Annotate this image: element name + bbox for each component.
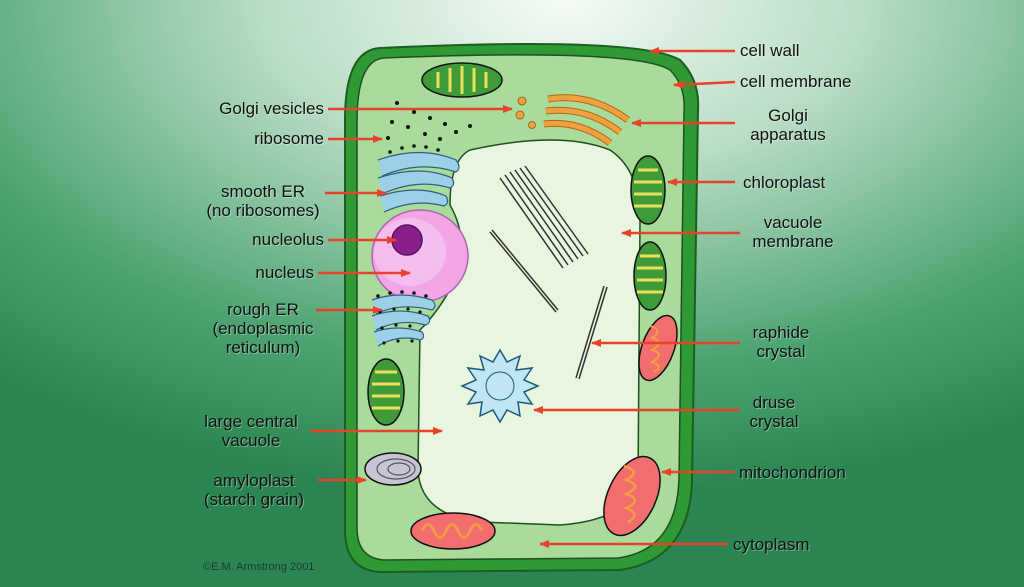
label-cell-wall: cell wall <box>740 41 800 60</box>
raphide-crystal <box>575 285 608 380</box>
label-mitochondrion: mitochondrion <box>739 463 846 482</box>
mitochondrion-bottom <box>410 512 496 550</box>
label-large-central-vacuole-line1: large central <box>204 412 298 431</box>
raphide-crystal-bundle <box>499 165 589 269</box>
label-smooth-er-line1: smooth ER <box>220 182 306 201</box>
label-rough-er-line2: (endoplasmic <box>212 319 314 338</box>
chloroplast-top <box>421 62 503 98</box>
ribosomes <box>386 101 472 141</box>
label-amyloplast-line2: (starch grain) <box>203 490 305 509</box>
copyright-credit: ©E.M. Armstrong 2001 <box>203 561 315 573</box>
raphide-crystal-single <box>489 229 559 313</box>
label-druse-crystal-line1: druse <box>752 393 796 412</box>
label-raphide-crystal-line1: raphide <box>752 323 810 342</box>
label-large-central-vacuole: large central vacuole <box>190 412 312 450</box>
label-raphide-crystal-line2: crystal <box>756 342 806 361</box>
druse-crystal <box>460 348 540 424</box>
label-raphide-crystal: raphide crystal <box>743 323 819 361</box>
label-druse-crystal-line2: crystal <box>749 412 799 431</box>
label-golgi-apparatus-line1: Golgi <box>768 106 808 125</box>
mitochondrion-right-bottom <box>603 455 661 537</box>
label-golgi-vesicles: Golgi vesicles <box>219 99 324 118</box>
label-rough-er-line1: rough ER <box>227 300 299 319</box>
chloroplast-right-1 <box>630 155 666 225</box>
pointer-arrows <box>310 47 740 548</box>
rough-er <box>371 294 436 347</box>
label-cell-membrane: cell membrane <box>740 72 852 91</box>
label-large-central-vacuole-line2: vacuole <box>221 431 281 450</box>
large-central-vacuole <box>417 139 641 526</box>
label-nucleus: nucleus <box>255 263 314 282</box>
label-druse-crystal: druse crystal <box>743 393 805 431</box>
label-golgi-apparatus: Golgi apparatus <box>740 106 836 144</box>
label-golgi-apparatus-line2: apparatus <box>750 125 826 144</box>
label-vacuole-membrane: vacuole membrane <box>744 213 842 251</box>
chloroplast-left <box>367 358 405 426</box>
label-cytoplasm: cytoplasm <box>733 535 810 554</box>
label-nucleolus: nucleolus <box>252 230 324 249</box>
label-smooth-er: smooth ER (no ribosomes) <box>194 182 332 220</box>
label-vacuole-membrane-line2: membrane <box>752 232 834 251</box>
golgi-apparatus <box>543 94 631 146</box>
nucleolus <box>391 224 423 256</box>
golgi-vesicles <box>515 96 536 129</box>
amyloplast <box>364 452 422 486</box>
label-vacuole-membrane-line1: vacuole <box>763 213 823 232</box>
smooth-er <box>377 151 460 213</box>
label-chloroplast: chloroplast <box>743 173 826 192</box>
label-amyloplast: amyloplast (starch grain) <box>192 471 316 509</box>
label-rough-er: rough ER (endoplasmic reticulum) <box>196 300 330 357</box>
chloroplast-right-2 <box>633 241 667 311</box>
label-amyloplast-line1: amyloplast <box>213 471 295 490</box>
label-smooth-er-line2: (no ribosomes) <box>206 201 320 220</box>
label-rough-er-line3: reticulum) <box>225 338 301 357</box>
label-ribosome: ribosome <box>254 129 324 148</box>
